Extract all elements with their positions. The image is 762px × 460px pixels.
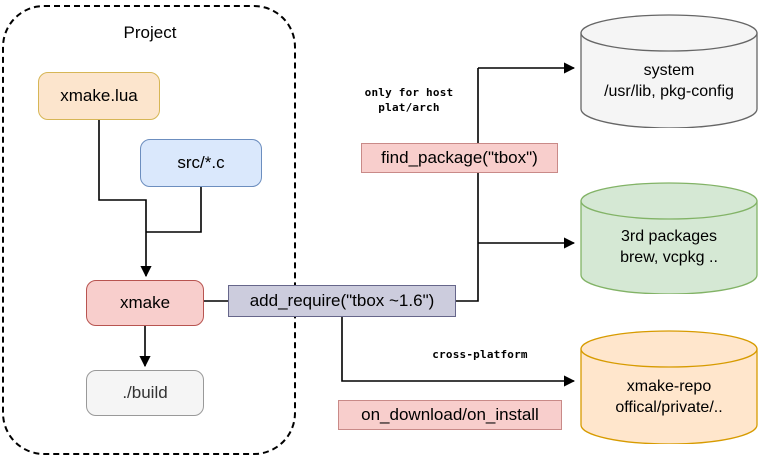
store-third-line1: 3rd packages	[620, 228, 718, 245]
label-on-download-on-install[interactable]: on_download/on_install	[338, 400, 562, 430]
label-find-package[interactable]: find_package("tbox")	[361, 143, 558, 173]
note-only-for-host-text: only for host plat/arch	[352, 71, 466, 131]
store-repo-label: xmake-repo offical/private/..	[580, 377, 758, 419]
note-host-line1: only for host	[364, 86, 454, 100]
node-xmake[interactable]: xmake	[86, 280, 204, 326]
store-repo-line1: xmake-repo	[626, 378, 712, 395]
note-cross-platform-text: cross-platform	[418, 340, 542, 370]
store-system-label: system /usr/lib, pkg-config	[580, 61, 758, 103]
store-system-line1: system	[643, 62, 695, 79]
store-repo-line2: offical/private/..	[615, 398, 723, 416]
project-container	[2, 5, 296, 455]
node-build-dir[interactable]: ./build	[86, 370, 204, 416]
store-third-packages[interactable]: 3rd packages brew, vcpkg ..	[580, 182, 758, 294]
node-xmake-lua[interactable]: xmake.lua	[38, 72, 160, 120]
note-cross-line1: cross-platform	[432, 347, 528, 361]
note-only-for-host: only for host plat/arch	[352, 71, 466, 131]
label-add-require[interactable]: add_require("tbox ~1.6")	[228, 285, 456, 317]
store-system-line2: /usr/lib, pkg-config	[604, 82, 734, 100]
note-cross-platform: cross-platform	[418, 340, 542, 370]
project-title: Project	[123, 23, 177, 43]
store-third-label: 3rd packages brew, vcpkg ..	[580, 227, 758, 269]
note-host-line2: plat/arch	[378, 101, 440, 114]
store-third-line2: brew, vcpkg ..	[620, 248, 718, 266]
store-system[interactable]: system /usr/lib, pkg-config	[580, 14, 758, 128]
store-xmake-repo[interactable]: xmake-repo offical/private/..	[580, 330, 758, 444]
node-src-c[interactable]: src/*.c	[140, 139, 262, 187]
